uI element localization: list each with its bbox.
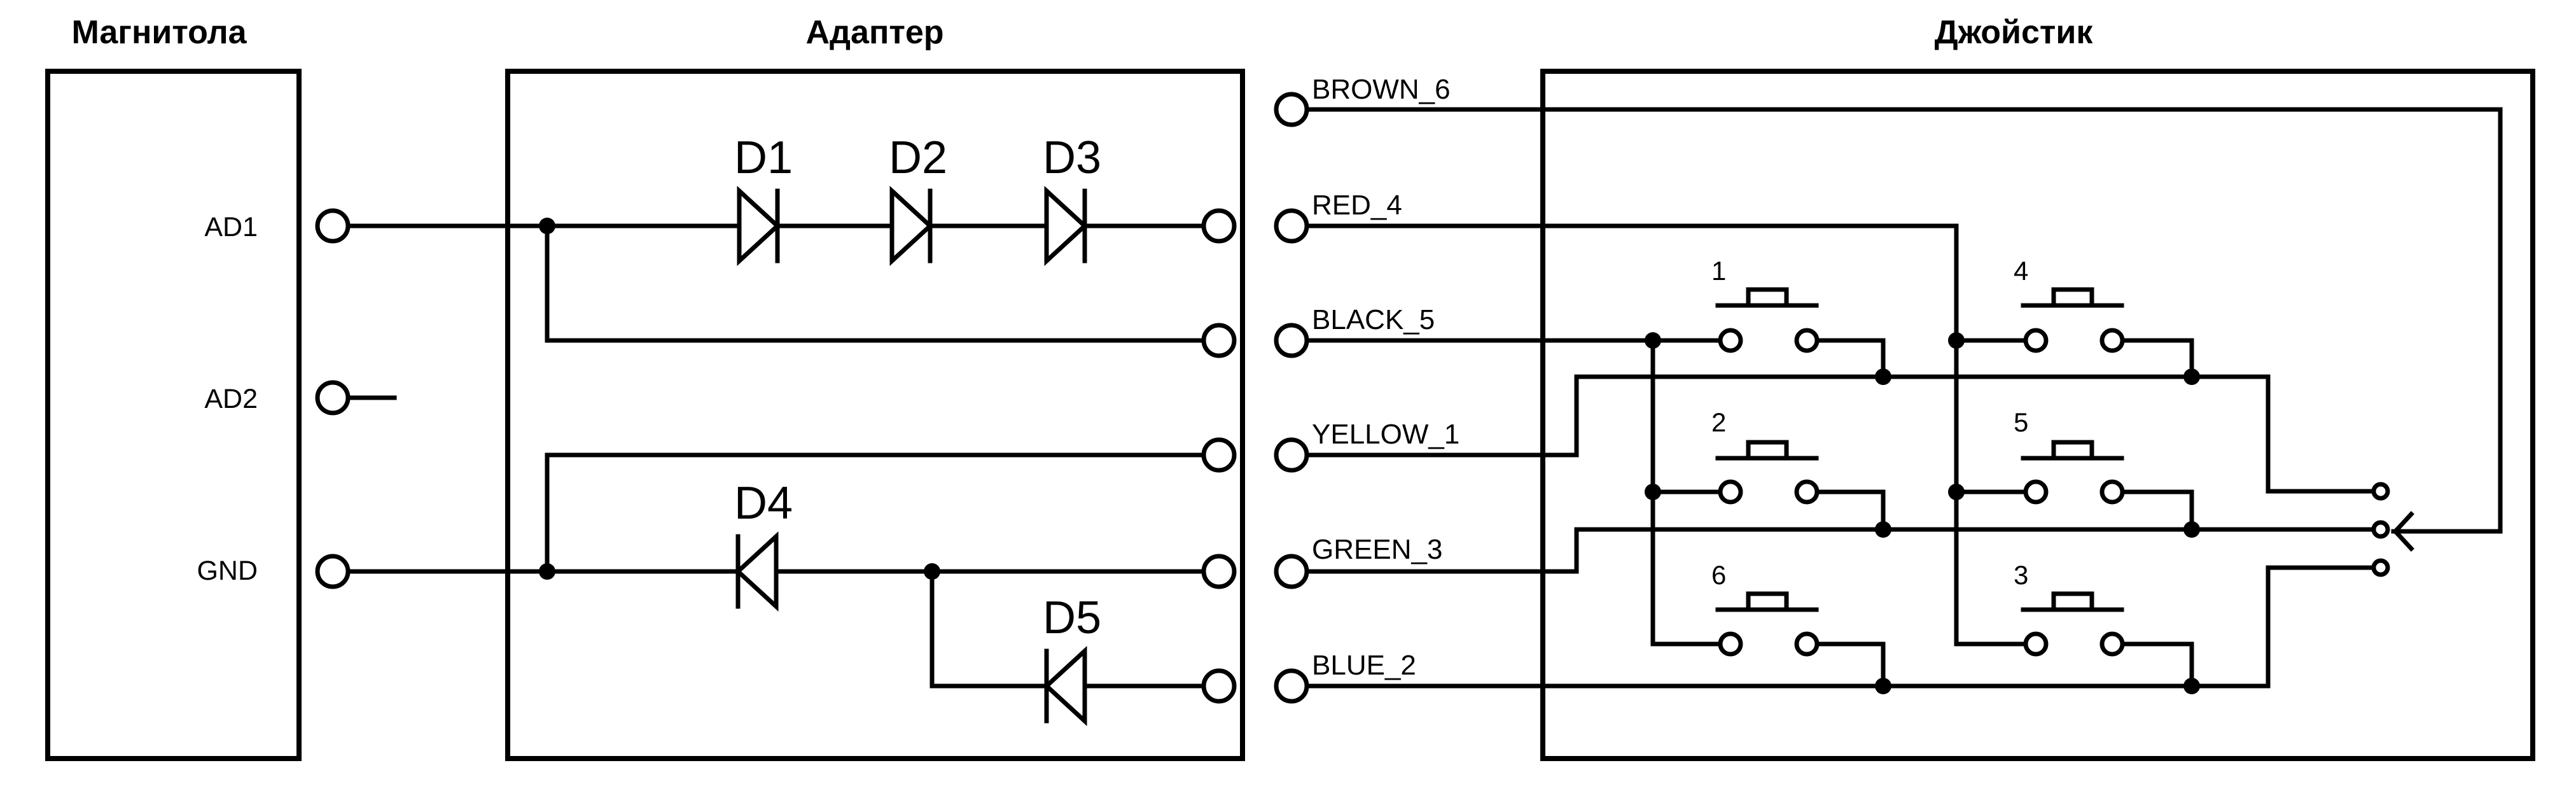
button-2: 2	[1711, 407, 1819, 461]
wire-label-red: RED_4	[1312, 190, 1402, 221]
cable-terminal-green	[1274, 554, 1309, 589]
button-6: 6	[1711, 560, 1819, 612]
diode-label: D5	[1043, 592, 1101, 643]
adapter-block	[505, 69, 1245, 761]
pin-label-gnd: GND	[197, 556, 258, 586]
diode-d5: D5	[1043, 592, 1101, 726]
joystick-wiring	[1286, 107, 2503, 689]
cable-terminal-yellow	[1274, 437, 1309, 473]
cable-terminal-black	[1274, 323, 1309, 358]
radio-block	[45, 69, 302, 761]
pin-label-ad2: AD2	[204, 384, 258, 414]
adapter-terminal	[1201, 437, 1237, 473]
adapter-terminal	[1201, 208, 1237, 244]
selector-switch	[2371, 482, 2414, 577]
diode-d2: D2	[889, 132, 947, 266]
diode-d1: D1	[734, 132, 793, 266]
button-label: 4	[2014, 256, 2028, 286]
button-5: 5	[2014, 407, 2124, 461]
junction-dot	[924, 563, 940, 580]
diode-d3: D3	[1043, 132, 1101, 266]
diode-label: D3	[1043, 132, 1101, 183]
joystick-title: Джойстик	[1935, 14, 2094, 51]
wire-label-green: GREEN_3	[1312, 534, 1442, 565]
button-label: 3	[2014, 560, 2028, 590]
adapter-terminal	[1201, 323, 1237, 358]
terminal-gnd	[315, 554, 351, 589]
wire-label-blue: BLUE_2	[1312, 650, 1416, 681]
button-1: 1	[1711, 256, 1819, 308]
radio-title: Магнитола	[71, 14, 247, 51]
junction-dot	[539, 563, 555, 580]
adapter-terminal	[1201, 668, 1237, 704]
button-label: 6	[1711, 560, 1726, 590]
pin-label-ad1: AD1	[204, 212, 258, 242]
diode-label: D4	[734, 478, 793, 529]
joystick-block	[1540, 69, 2535, 761]
button-contacts	[1718, 328, 2125, 657]
diode-label: D1	[734, 132, 793, 183]
terminal-ad2	[315, 380, 351, 416]
wire-label-black: BLACK_5	[1312, 304, 1435, 335]
diode-label: D2	[889, 132, 947, 183]
button-label: 5	[2014, 407, 2028, 437]
button-4: 4	[2014, 256, 2124, 308]
button-label: 1	[1711, 256, 1726, 286]
adapter-title: Адаптер	[805, 14, 943, 51]
wire-label-brown: BROWN_6	[1312, 74, 1451, 105]
joystick-junctions	[1645, 332, 2200, 694]
cable-terminal-blue	[1274, 668, 1309, 704]
diode-d4: D4	[734, 478, 793, 612]
junction-dot	[539, 218, 555, 234]
button-label: 2	[1711, 407, 1726, 437]
terminal-ad1	[315, 208, 351, 244]
cable-terminal-red	[1274, 208, 1309, 244]
adapter-terminal	[1201, 554, 1237, 589]
wire-label-yellow: YELLOW_1	[1312, 419, 1459, 450]
button-3: 3	[2014, 560, 2124, 612]
cable-terminal-brown	[1274, 92, 1309, 127]
